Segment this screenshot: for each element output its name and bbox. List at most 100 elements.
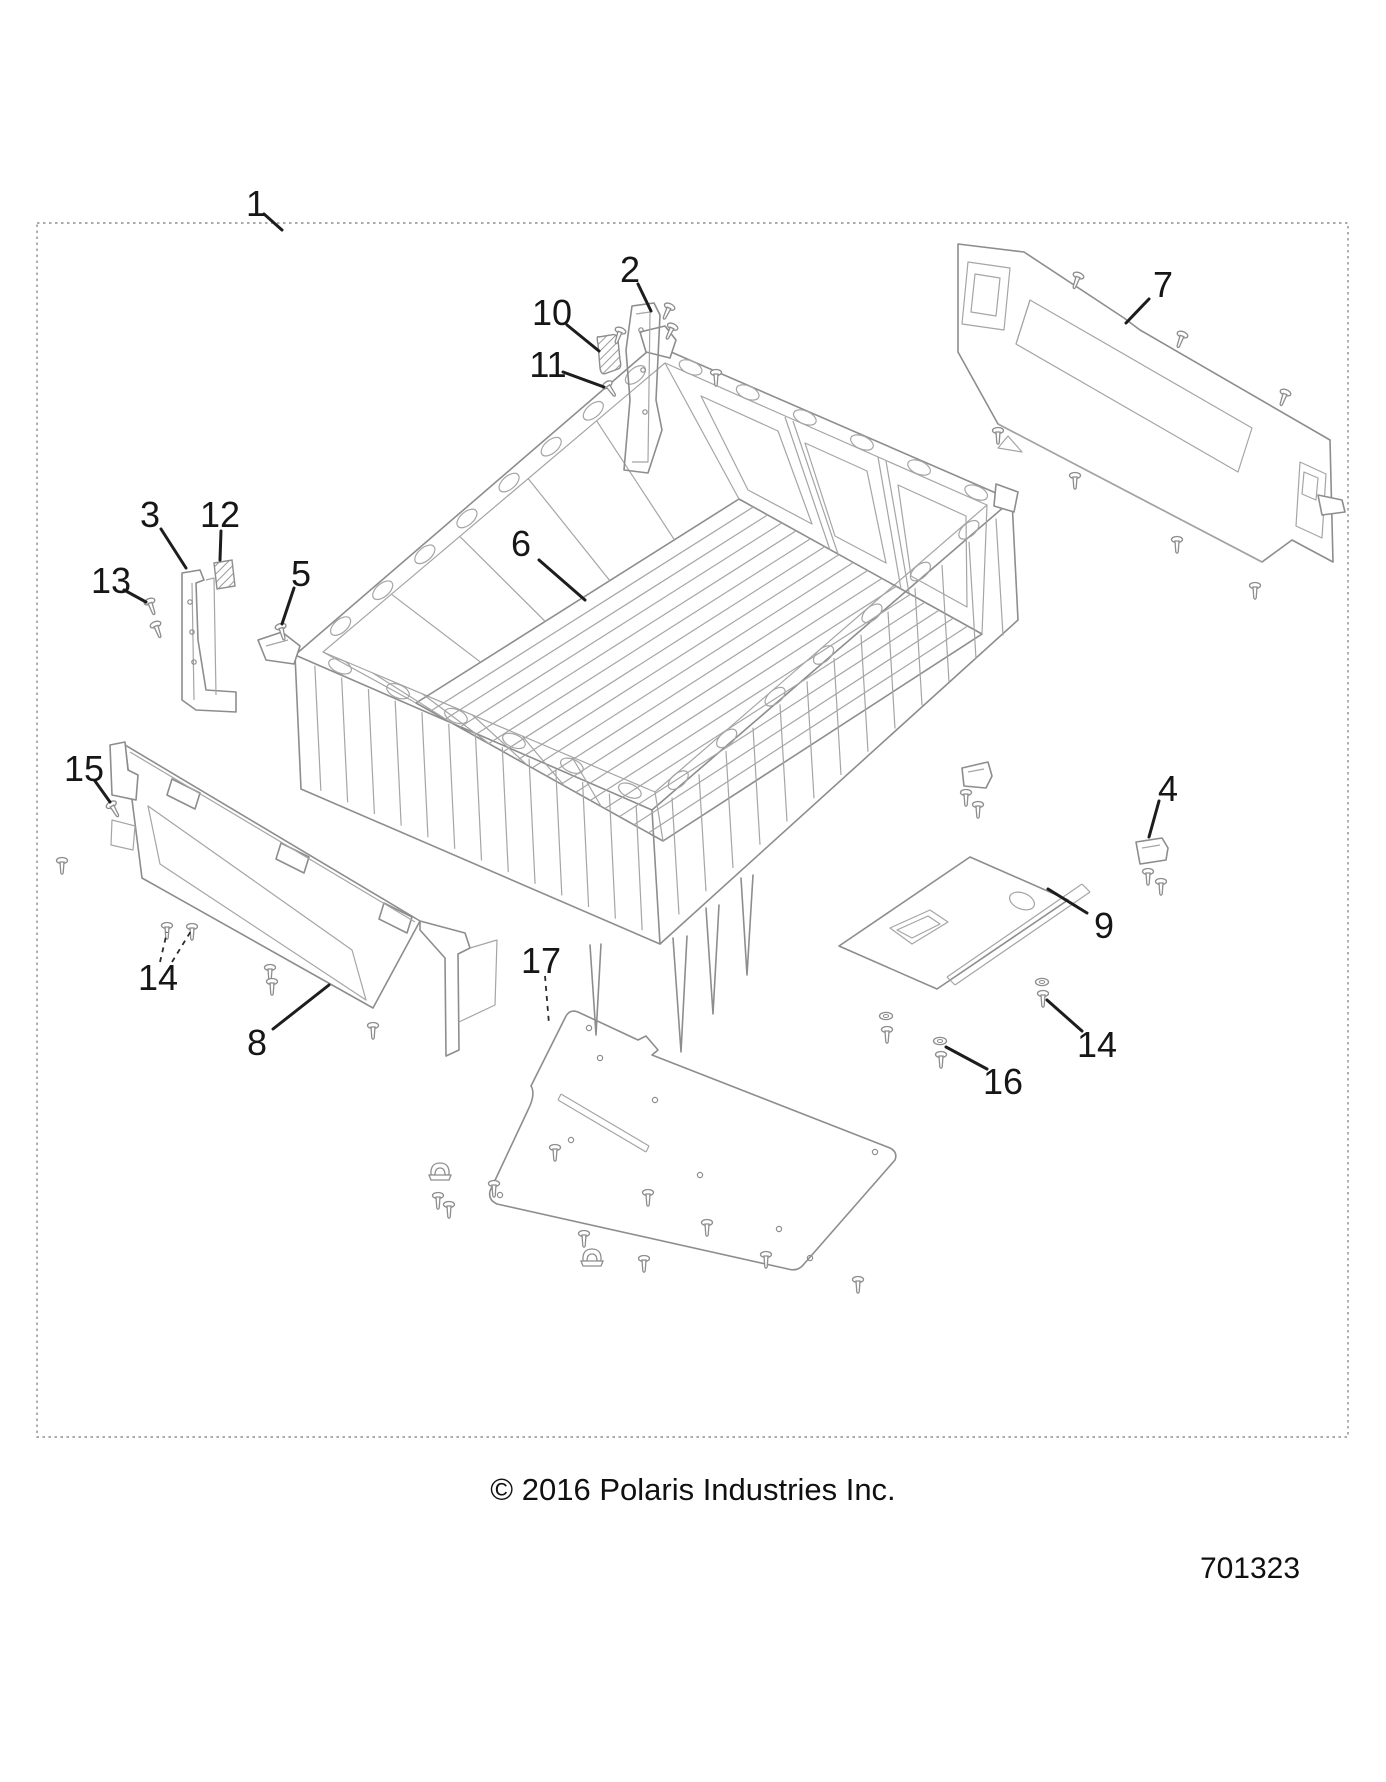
callout-16: 16 bbox=[983, 1061, 1023, 1102]
left-int-rib bbox=[596, 420, 675, 541]
part-pad-12 bbox=[213, 559, 236, 590]
mat-dot bbox=[871, 1148, 879, 1156]
se-rib bbox=[941, 564, 950, 683]
part-clip-4 bbox=[1135, 837, 1169, 865]
washer-icon bbox=[878, 1011, 894, 1021]
screw-icon bbox=[1170, 535, 1184, 554]
callout-14-left: 14 bbox=[138, 957, 178, 998]
part-cargo-box-6 bbox=[257, 325, 1019, 1053]
screw-icon bbox=[934, 1050, 948, 1069]
callout-4: 4 bbox=[1158, 768, 1178, 809]
rim-hole bbox=[964, 484, 989, 501]
callout-10: 10 bbox=[532, 292, 572, 333]
rim-hole bbox=[764, 686, 786, 707]
se-rib bbox=[995, 518, 1004, 636]
screw-icon bbox=[55, 856, 69, 875]
callout-leader-14-right bbox=[1045, 998, 1084, 1033]
sw-rib bbox=[501, 747, 509, 873]
callout-leader-16 bbox=[944, 1045, 989, 1071]
screw-icon bbox=[600, 378, 621, 400]
floor-slat bbox=[619, 609, 940, 818]
mat-dot bbox=[496, 1191, 504, 1199]
se-rib bbox=[914, 588, 923, 706]
clamp-icon bbox=[428, 1162, 452, 1181]
sw-rib bbox=[448, 723, 456, 849]
part-access-cover-9 bbox=[838, 856, 1091, 990]
left-int-rib bbox=[527, 478, 611, 581]
copyright-text: © 2016 Polaris Industries Inc. bbox=[490, 1472, 895, 1507]
sw-rib bbox=[474, 735, 483, 861]
rim-hole bbox=[958, 519, 980, 540]
callout-leader-7 bbox=[1124, 297, 1151, 325]
screw-icon bbox=[851, 1275, 865, 1294]
floor-slat bbox=[473, 530, 797, 736]
screw-icon bbox=[577, 1229, 591, 1248]
floor-slat bbox=[575, 585, 897, 793]
floor-slat bbox=[488, 538, 811, 745]
callout-8: 8 bbox=[247, 1022, 267, 1063]
rim-hole bbox=[907, 459, 931, 476]
floor-slat bbox=[531, 562, 854, 769]
rim-hole bbox=[329, 616, 352, 636]
se-rib bbox=[779, 704, 788, 822]
screw-icon bbox=[548, 1143, 562, 1162]
screw-icon bbox=[959, 788, 973, 807]
callout-14-right: 14 bbox=[1077, 1024, 1117, 1065]
se-rib bbox=[968, 541, 977, 659]
sw-rib bbox=[421, 712, 429, 838]
se-rib bbox=[725, 750, 734, 869]
callout-6: 6 bbox=[511, 523, 531, 564]
rim-hole bbox=[667, 770, 689, 791]
part-rear-panel-7 bbox=[957, 243, 1346, 563]
screw-icon bbox=[971, 800, 985, 819]
floor-slat bbox=[633, 617, 954, 826]
callout-leader-17 bbox=[544, 975, 550, 1025]
hardware-layer bbox=[55, 270, 1293, 1294]
rim-hole bbox=[617, 782, 642, 799]
floor-slat bbox=[502, 546, 826, 753]
sw-rib bbox=[608, 793, 616, 919]
callout-3: 3 bbox=[140, 494, 160, 535]
se-rib bbox=[887, 611, 896, 729]
screw-icon bbox=[366, 1021, 380, 1040]
callout-2: 2 bbox=[620, 249, 640, 290]
callout-leader-10 bbox=[565, 323, 601, 353]
sw-rib bbox=[582, 781, 590, 908]
screw-icon bbox=[104, 798, 124, 821]
callout-15: 15 bbox=[64, 748, 104, 789]
callout-leader-2 bbox=[636, 282, 653, 313]
sw-rib bbox=[341, 677, 349, 803]
rim-hole bbox=[792, 409, 817, 426]
part-number-text: 701323 bbox=[1200, 1552, 1300, 1585]
floor-slat bbox=[444, 514, 768, 720]
mat-dot bbox=[585, 1024, 593, 1032]
callout-leader-14-left bbox=[171, 930, 192, 963]
floor-slat bbox=[459, 522, 783, 728]
callout-leader-3 bbox=[159, 527, 188, 570]
floor-slat bbox=[648, 625, 969, 834]
floor-slat bbox=[590, 593, 911, 801]
screw-icon bbox=[880, 1025, 894, 1044]
rim-hole bbox=[414, 544, 436, 565]
callout-leader-5 bbox=[280, 586, 296, 626]
callout-9: 9 bbox=[1094, 905, 1114, 946]
sw-rib bbox=[394, 700, 402, 826]
mat-screw-dots bbox=[496, 1024, 879, 1262]
callout-5: 5 bbox=[291, 553, 311, 594]
rim-hole bbox=[582, 400, 604, 421]
mat-dot bbox=[651, 1096, 659, 1104]
rim-hole bbox=[444, 707, 468, 725]
rim-hole bbox=[328, 658, 352, 675]
screw-icon bbox=[148, 619, 167, 641]
callout-leader-13 bbox=[122, 588, 148, 604]
part-bed-mat-17 bbox=[488, 1010, 897, 1271]
screw-icon bbox=[1154, 877, 1168, 896]
mat-dot bbox=[596, 1054, 604, 1062]
screw-icon bbox=[160, 921, 174, 940]
rim-hole bbox=[909, 561, 932, 582]
front-int-rib bbox=[422, 693, 491, 745]
floor-slat bbox=[604, 601, 926, 810]
se-rib bbox=[833, 657, 842, 776]
screw-icon bbox=[658, 300, 677, 323]
